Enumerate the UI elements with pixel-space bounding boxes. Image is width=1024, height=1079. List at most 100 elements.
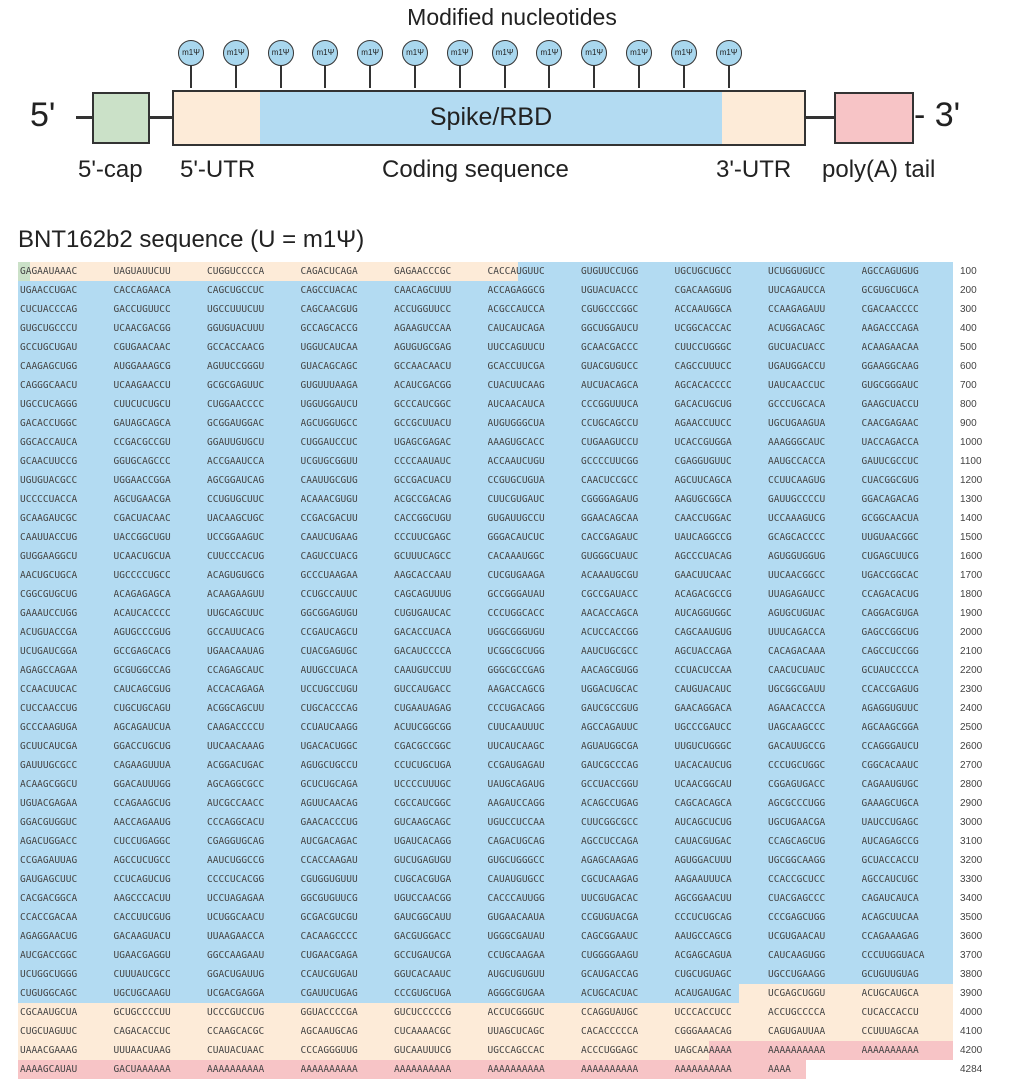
- sequence-block: CCCAGGGUUG: [300, 1045, 358, 1056]
- sequence-block: CCCGAGCUGG: [768, 912, 826, 923]
- sequence-block: CUGCUGUAGC: [674, 969, 732, 980]
- diagram-title: Modified nucleotides: [407, 4, 617, 30]
- sequence-block: GCAACUUCCG: [20, 456, 78, 467]
- sequence-block: CUGUGAUCAC: [394, 608, 452, 619]
- sequence-block: AAAGGGCAUC: [768, 437, 826, 448]
- sequence-block: AAAAAAAAAA: [207, 1064, 265, 1075]
- sequence-block: AUCGACCGGC: [20, 950, 78, 961]
- label-3-utr: 3'-UTR: [716, 156, 792, 183]
- sequence-block: GCAACGACCC: [581, 342, 639, 353]
- sequence-block: GCCGAGCACG: [113, 646, 171, 657]
- sequence-block: GUGCGGGAUC: [861, 380, 919, 391]
- connector-line-polya: [806, 116, 836, 119]
- sequence-block: AAGCACCAAU: [394, 570, 452, 581]
- pin-stem: [503, 65, 506, 88]
- sequence-block: GACUAAAAAA: [113, 1064, 171, 1075]
- sequence-block: CGUGAACAAC: [113, 342, 171, 353]
- m1psi-pin: m1Ψ: [312, 40, 339, 88]
- sequence-block: AAGAUCCAGG: [487, 798, 545, 809]
- sequence-block: CGCUCAAGAG: [581, 874, 639, 885]
- sequence-block: GUGUUUAAGA: [300, 380, 358, 391]
- m1psi-label: m1Ψ: [581, 40, 608, 66]
- connector-line-cap: [150, 116, 174, 119]
- sequence-block: UGGGCGAUAU: [487, 931, 545, 942]
- sequence-block: ACUGUACCGA: [20, 627, 78, 638]
- sequence-block: GCUUCAUCGA: [20, 741, 78, 752]
- sequence-block: CGCCGAUACC: [581, 589, 639, 600]
- sequence-block: AUGCUGUGUU: [487, 969, 545, 980]
- sequence-block: UUAGCUCAGC: [487, 1026, 545, 1037]
- sequence-block: CUGCUGCAGU: [113, 703, 171, 714]
- sequence-block: GCGUGGCCAG: [113, 665, 171, 676]
- sequence-block: CUCCUGAGGC: [113, 836, 171, 847]
- sequence-block: CACCCAUUGG: [487, 893, 545, 904]
- sequence-block: GAGAAUAAAC: [20, 266, 78, 277]
- sequence-block: CACAAAUGGC: [487, 551, 545, 562]
- sequence-block: GGAUUGUGCU: [207, 437, 265, 448]
- sequence-block: AAAAAAAAAA: [768, 1045, 826, 1056]
- sequence-block: AAAAAAAAAA: [581, 1064, 639, 1075]
- sequence-block: GCAUGACCAG: [581, 969, 639, 980]
- sequence-block: CCCUGCUGGC: [768, 760, 826, 771]
- sequence-block: GAUUUGCGCC: [20, 760, 78, 771]
- row-number: 3200: [960, 855, 983, 866]
- sequence-block: UCCGGAAGUC: [207, 532, 265, 543]
- sequence-block: CAGGACGUGA: [861, 608, 919, 619]
- sequence-block: UAUCAACCUC: [768, 380, 826, 391]
- pin-stem: [593, 65, 596, 88]
- sequence-block: CUCGUGAAGA: [487, 570, 545, 581]
- sequence-block: UCGUGAACAU: [768, 931, 826, 942]
- sequence-block: GACGUGGACC: [394, 931, 452, 942]
- sequence-block: UACCGGCUGU: [113, 532, 171, 543]
- label-poly-a-tail: poly(A) tail: [822, 156, 936, 183]
- sequence-block: CCACCGAGUG: [861, 684, 919, 695]
- sequence-block: GGUACCCCGA: [300, 1007, 358, 1018]
- row-number: 100: [960, 266, 977, 277]
- sequence-block: CCAGGUAUGC: [581, 1007, 639, 1018]
- sequence-block: UUUAACUAAG: [113, 1045, 171, 1056]
- sequence-block: UCUGGCAACU: [207, 912, 265, 923]
- sequence-block: UCCCACCUCC: [674, 1007, 732, 1018]
- row-number: 2000: [960, 627, 983, 638]
- m1psi-label: m1Ψ: [312, 40, 339, 66]
- label-5-utr: 5'-UTR: [180, 156, 256, 183]
- sequence-block: CCGACGACUU: [300, 513, 358, 524]
- row-number: 1000: [960, 437, 983, 448]
- row-number: 800: [960, 399, 977, 410]
- sequence-block: GAUAGCAGCA: [113, 418, 171, 429]
- sequence-block: CAGCCUACAC: [300, 285, 358, 296]
- sequence-block: UGAUCACAGG: [394, 836, 452, 847]
- sequence-block: AUUGCCUACA: [300, 665, 358, 676]
- sequence-block: CGCAAUGCUA: [20, 1007, 78, 1018]
- sequence-block: CACCAUGUUC: [487, 266, 545, 277]
- sequence-block: GACACUGCUG: [674, 399, 732, 410]
- sequence-block: GGUGCAGCCC: [113, 456, 171, 467]
- sequence-block: UGCUGCAAGU: [113, 988, 171, 999]
- sequence-block: CACCGAGAUC: [581, 532, 639, 543]
- sequence-block: CAACUCCGCC: [581, 475, 639, 486]
- five-prime-utr-segment: [174, 92, 260, 144]
- sequence-block: CGACUACAAC: [113, 513, 171, 524]
- sequence-block: ACUGGACAGC: [768, 323, 826, 334]
- sequence-block: CCGUGCUGUA: [487, 475, 545, 486]
- row-number: 2900: [960, 798, 983, 809]
- utr5-highlight: [30, 262, 518, 281]
- sequence-block: AACUGCUGCA: [20, 570, 78, 581]
- sequence-block: UCCUAGAGAA: [207, 893, 265, 904]
- sequence-block: AGUGGUGGUG: [768, 551, 826, 562]
- sequence-block: CCAUCGUGAU: [300, 969, 358, 980]
- sequence-block: CAGAAGUUUA: [113, 760, 171, 771]
- sequence-block: ACAGCUUCAA: [861, 912, 919, 923]
- sequence-block: UAUCCUGAGC: [861, 817, 919, 828]
- sequence-block: GUCUCCCCCG: [394, 1007, 452, 1018]
- sequence-block: AGAACCUUCC: [674, 418, 732, 429]
- sequence-block: CUGAAGUCCU: [581, 437, 639, 448]
- sequence-block: CCUAUCAAGG: [300, 722, 358, 733]
- row-number: 1800: [960, 589, 983, 600]
- sequence-block: GCGGAUGGAC: [207, 418, 265, 429]
- sequence-block: UCGAGCUGGU: [768, 988, 826, 999]
